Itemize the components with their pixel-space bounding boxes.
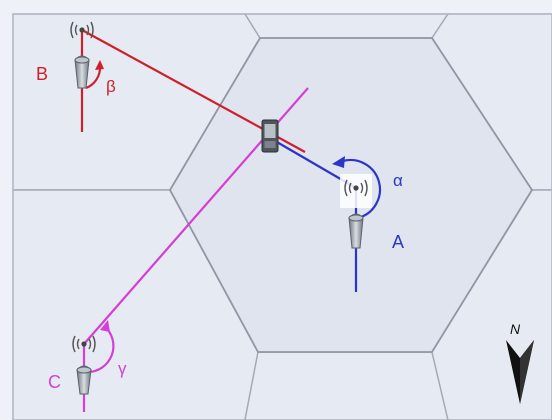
- station-label-a: A: [392, 232, 404, 252]
- angle-label-beta: β: [106, 77, 116, 96]
- station-label-b: B: [36, 64, 48, 84]
- north-arrow-shade: [520, 340, 534, 404]
- arc-beta-arrowhead: [95, 60, 104, 70]
- cell-bottom-center: [244, 351, 449, 420]
- mobile-device-icon: [261, 119, 279, 153]
- arc-alpha-arrowhead: [332, 156, 345, 168]
- north-label: N: [510, 321, 521, 337]
- map-frame: [12, 13, 552, 420]
- cell-top-center: [243, 13, 450, 39]
- angle-arcs: [85, 60, 382, 374]
- base-station-b: [70, 21, 94, 89]
- arc-gamma: [85, 325, 115, 374]
- arc-gamma-arrowhead: [100, 320, 110, 332]
- base-station-icon: [344, 179, 368, 249]
- angle-label-alpha: α: [393, 171, 403, 190]
- base-station-icon: [70, 21, 94, 89]
- north-arrow-icon: N: [506, 321, 534, 404]
- base-station-c: [72, 335, 96, 395]
- arc-alpha: [342, 158, 382, 220]
- base-station-icon: [72, 335, 96, 395]
- station-label-c: C: [48, 372, 61, 392]
- angle-label-gamma: γ: [118, 359, 127, 378]
- base-station-a: [340, 174, 372, 249]
